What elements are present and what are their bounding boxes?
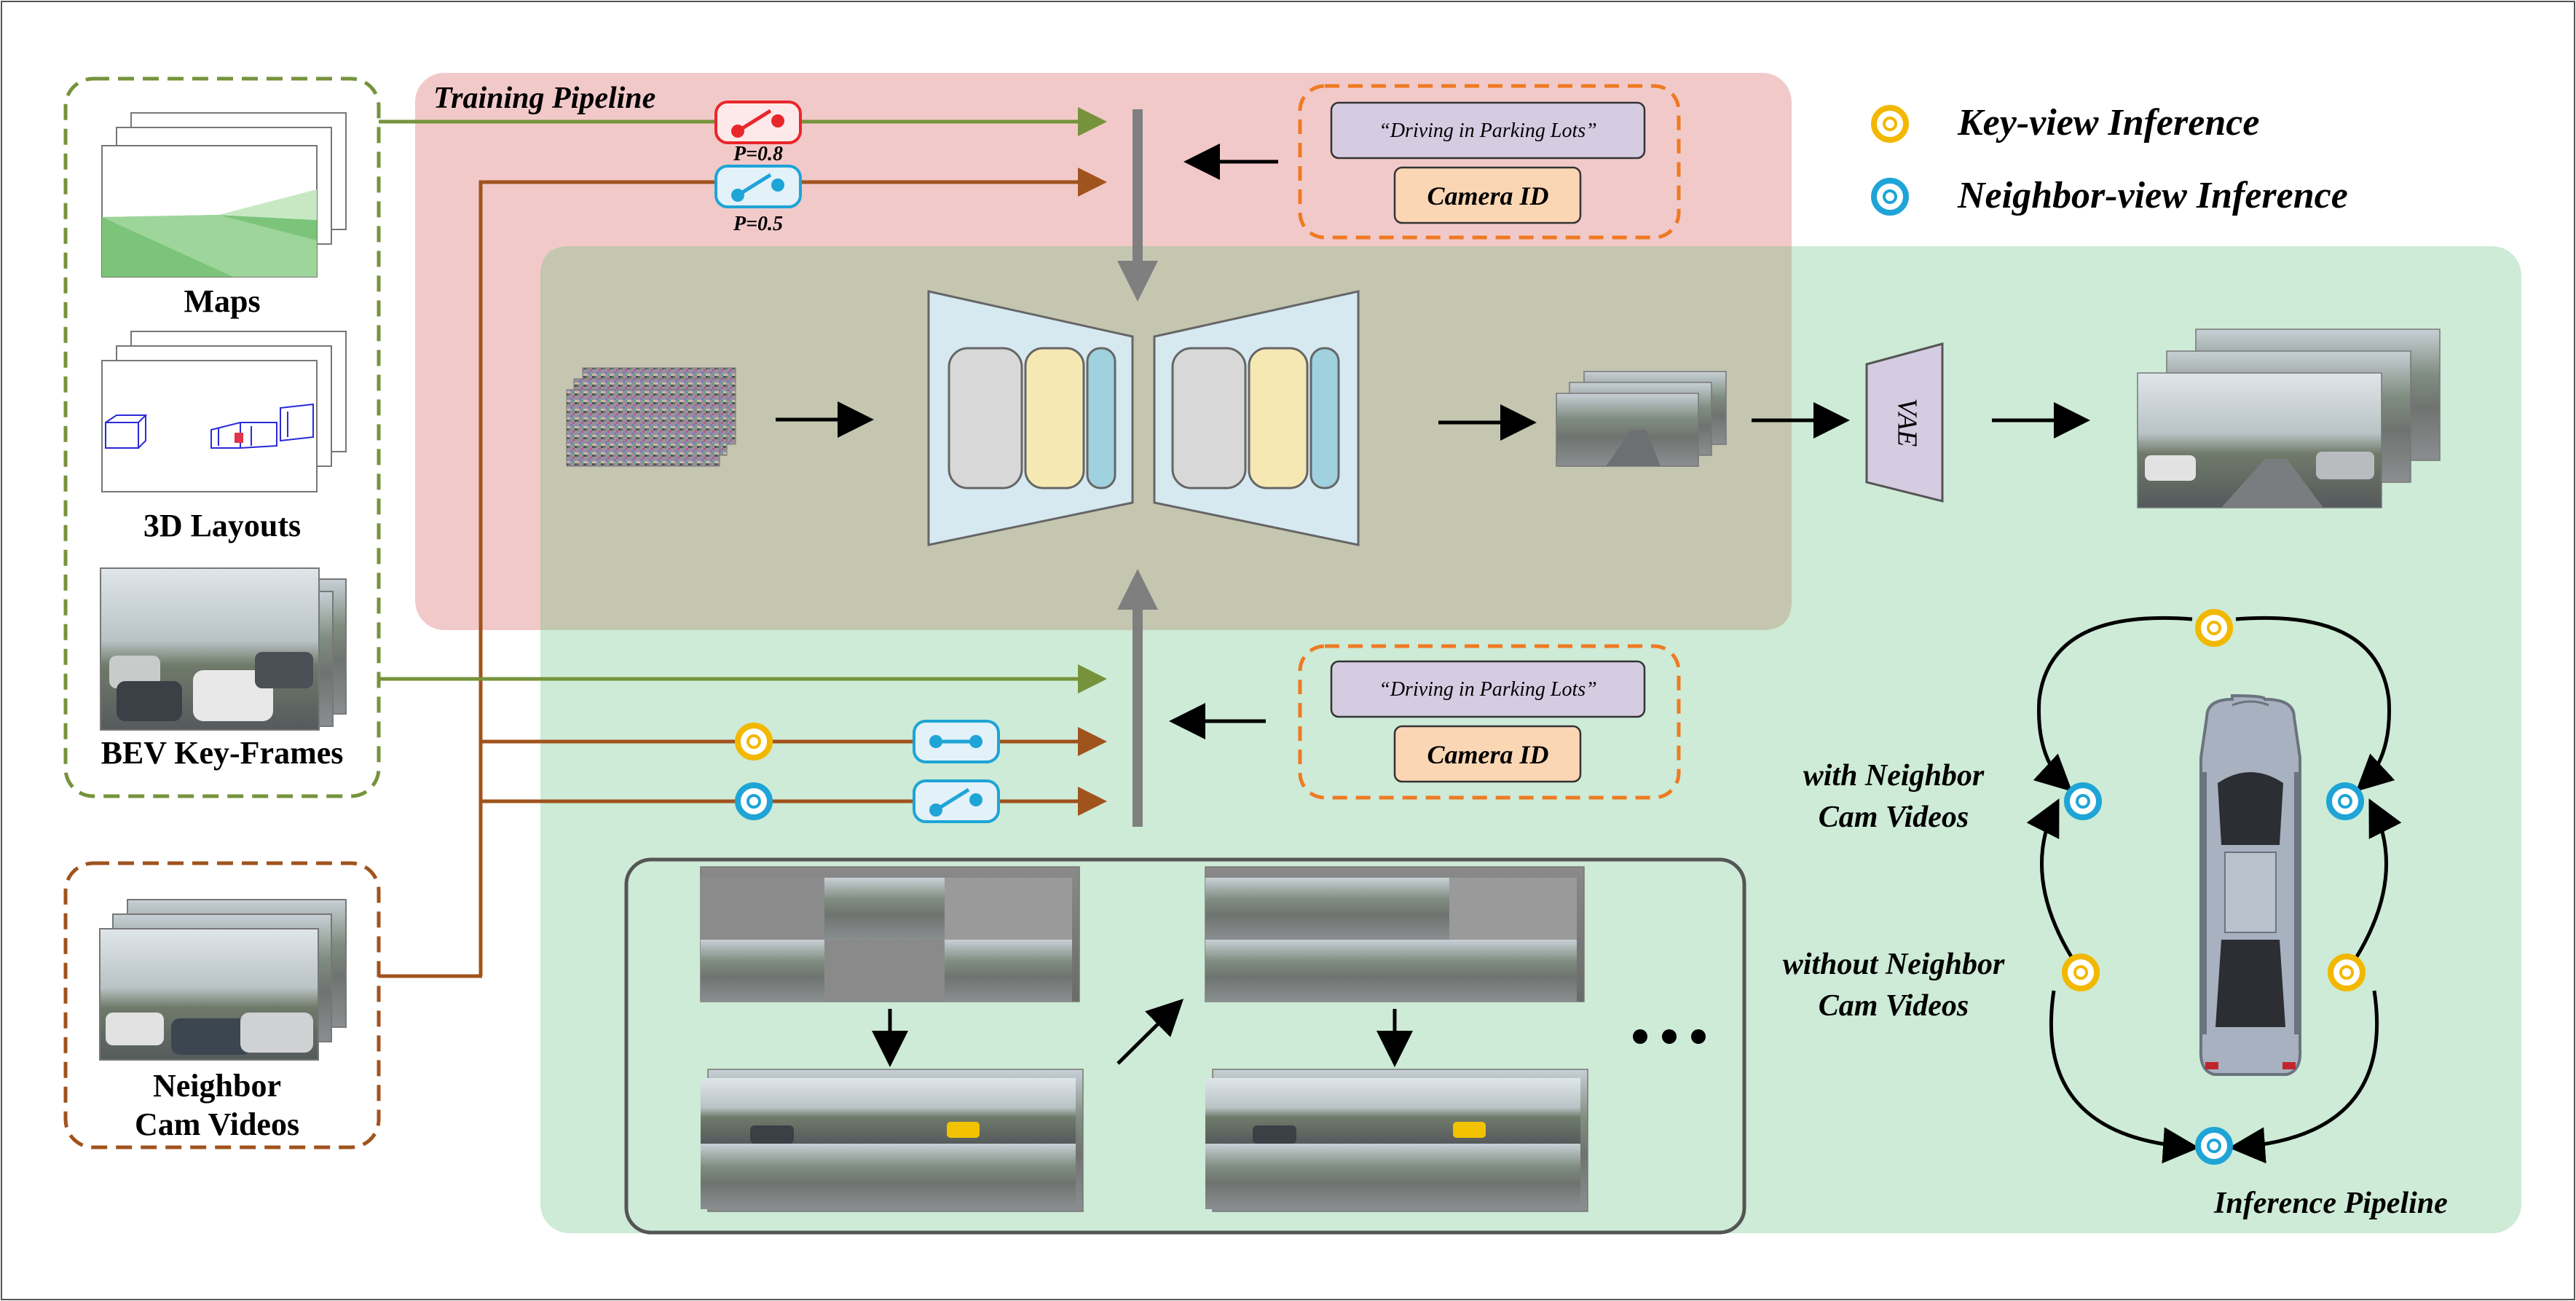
open-switch [913, 779, 1000, 823]
neighbor-view-marker [735, 782, 773, 820]
legend-key-view-label: Key-view Inference [1957, 102, 2259, 144]
neighbor-videos-label-line1: Neighbor [153, 1068, 281, 1104]
car-neighbor-view-front-left [2064, 782, 2102, 820]
top-prompt-box [1330, 101, 1646, 160]
conditions-panel [63, 76, 381, 798]
maps-label: Maps [184, 283, 260, 319]
group-transition-arrow [1116, 998, 1184, 1065]
unet-decoder [1153, 290, 1360, 546]
map-dropout-switch [714, 101, 802, 144]
noise-latents [566, 367, 736, 467]
legend-neighbor-view-icon [1871, 178, 1909, 216]
neighbor-videos-panel [63, 861, 381, 1149]
bev-keyframes-thumbnail [100, 567, 347, 731]
top-camera-text: Camera ID [1427, 181, 1548, 211]
complete-views-group-2 [1205, 1069, 1588, 1212]
car-top-view [2199, 693, 2302, 1076]
arc-bottom-right [2229, 990, 2379, 1164]
legend-key-view-icon [1871, 105, 1909, 143]
arc-top-left [2033, 616, 2193, 792]
closed-switch [913, 720, 1000, 763]
car-key-view-front [2195, 609, 2233, 647]
without-neighbor-label-line1: without Neighbor [1783, 948, 2005, 981]
with-neighbor-label-line2: Cam Videos [1819, 801, 1969, 834]
top-camera-box [1393, 166, 1582, 224]
arc-left-up [2026, 798, 2074, 959]
legend-neighbor-view-label: Neighbor-view Inference [1957, 175, 2348, 216]
maps-thumbnail [101, 112, 347, 278]
with-neighbor-label-line1: with Neighbor [1803, 759, 1985, 793]
top-prompt-text: “Driving in Parking Lots” [1379, 119, 1596, 142]
without-neighbor-label-line2: Cam Videos [1819, 989, 1969, 1023]
layout-dropout-switch [714, 165, 802, 208]
masked-views-group-2 [1205, 866, 1585, 1002]
neighbor-videos-label-line2: Cam Videos [135, 1107, 299, 1142]
key-view-marker [735, 723, 773, 760]
bottom-prompt-text: “Driving in Parking Lots” [1379, 678, 1596, 701]
bev-keyframes-label: BEV Key-Frames [101, 735, 344, 771]
more-ellipsis [1633, 1029, 1706, 1044]
output-video-frames [2137, 329, 2441, 508]
complete-views-group-1 [701, 1069, 1084, 1212]
car-neighbor-view-rear [2195, 1127, 2233, 1165]
layouts-thumbnail [101, 331, 347, 492]
car-neighbor-view-front-right [2326, 782, 2364, 820]
inference-pipeline-title: Inference Pipeline [2213, 1187, 2448, 1220]
arc-right-up [2354, 798, 2402, 959]
arc-top-right [2235, 616, 2395, 792]
top-text-condition-box [1298, 84, 1681, 240]
bottom-camera-box [1393, 725, 1582, 783]
layouts-label: 3D Layouts [143, 508, 301, 543]
training-pipeline-title: Training Pipeline [433, 82, 655, 115]
bottom-prompt-box [1330, 660, 1646, 718]
unet-encoder [927, 290, 1134, 546]
car-key-view-rear-right [2328, 954, 2366, 991]
neighbor-videos-thumbnail [99, 899, 347, 1061]
bottom-camera-text: Camera ID [1427, 740, 1548, 769]
bottom-text-condition-box [1298, 644, 1681, 800]
layout-condition-arrow [478, 168, 1107, 976]
car-key-view-rear-left [2062, 954, 2100, 991]
map-dropout-prob: P=0.8 [733, 143, 783, 165]
layout-dropout-prob: P=0.5 [733, 213, 783, 235]
vae-label: VAE [1891, 398, 1922, 447]
arc-bottom-left [2049, 990, 2199, 1164]
generated-latent-frames [1556, 371, 1727, 467]
masked-views-group-1 [700, 866, 1080, 1002]
vae-decoder [1865, 342, 1944, 503]
